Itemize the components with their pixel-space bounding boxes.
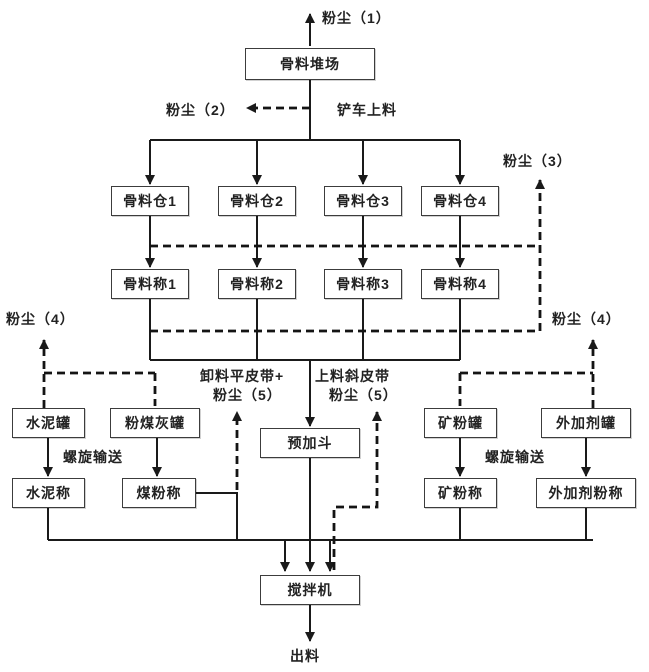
- node-admixture-powder-scale: 外加剂粉称: [536, 478, 636, 508]
- label-dust-4-left: 粉尘（4）: [6, 311, 75, 327]
- node-aggregate-bin-2: 骨料仓2: [218, 186, 296, 216]
- label-incline-belt: 上料斜皮带: [315, 368, 390, 384]
- dust5-incline-belt-arrow-line: [332, 411, 382, 570]
- node-admixture-tank: 外加剂罐: [541, 408, 631, 438]
- label-screw-conveyor-left: 螺旋输送: [63, 449, 123, 465]
- label-dust-2: 粉尘（2）: [166, 102, 235, 118]
- node-aggregate-stockyard: 骨料堆场: [245, 48, 375, 80]
- label-flat-belt: 卸料平皮带+: [200, 368, 285, 384]
- node-mineral-powder-tank: 矿粉罐: [424, 408, 497, 438]
- node-pre-hopper: 预加斗: [260, 428, 360, 458]
- node-aggregate-scale-1: 骨料称1: [111, 269, 189, 299]
- node-mixer: 搅拌机: [260, 575, 360, 605]
- label-flat-belt-dust-5: 粉尘（5）: [213, 387, 282, 403]
- node-aggregate-bin-4: 骨料仓4: [421, 186, 499, 216]
- label-dust-3: 粉尘（3）: [503, 153, 572, 169]
- label-discharge: 出料: [290, 648, 320, 664]
- node-coal-powder-scale: 煤粉称: [122, 478, 196, 508]
- coal-scale-out: [196, 492, 238, 540]
- node-aggregate-scale-4: 骨料称4: [421, 269, 499, 299]
- node-cement-tank: 水泥罐: [12, 408, 85, 438]
- node-aggregate-bin-3: 骨料仓3: [324, 186, 402, 216]
- label-loader-feeding: 铲车上料: [337, 102, 397, 118]
- label-screw-conveyor-right: 螺旋输送: [485, 449, 545, 465]
- label-incline-belt-dust-5: 粉尘（5）: [329, 387, 398, 403]
- node-cement-scale: 水泥称: [12, 478, 85, 508]
- node-mineral-powder-scale: 矿粉称: [424, 478, 497, 508]
- label-dust-1: 粉尘（1）: [322, 10, 391, 26]
- node-aggregate-scale-3: 骨料称3: [324, 269, 402, 299]
- node-aggregate-scale-2: 骨料称2: [218, 269, 296, 299]
- node-aggregate-bin-1: 骨料仓1: [111, 186, 189, 216]
- node-flyash-tank: 粉煤灰罐: [110, 408, 200, 438]
- label-dust-4-right: 粉尘（4）: [552, 311, 621, 327]
